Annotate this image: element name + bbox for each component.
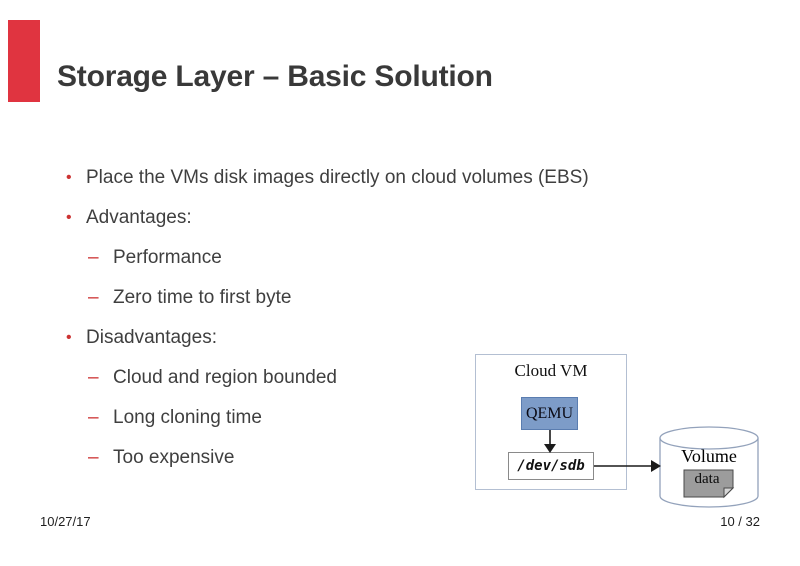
- bullet-list: • Place the VMs disk images directly on …: [60, 158, 700, 478]
- list-item: • Advantages:: [60, 198, 700, 238]
- dash-icon: –: [88, 447, 99, 468]
- footer-date: 10/27/17: [40, 514, 91, 529]
- list-item-text: Cloud and region bounded: [113, 367, 337, 388]
- qemu-box: QEMU: [521, 397, 578, 430]
- accent-bar: [8, 20, 40, 102]
- list-item: – Too expensive: [60, 438, 700, 478]
- list-item: • Place the VMs disk images directly on …: [60, 158, 700, 198]
- list-item: – Performance: [60, 238, 700, 278]
- data-label: data: [694, 471, 720, 487]
- list-item-text: Performance: [113, 247, 222, 268]
- dash-icon: –: [88, 247, 99, 268]
- bullet-icon: •: [66, 329, 72, 346]
- dash-icon: –: [88, 287, 99, 308]
- dash-icon: –: [88, 407, 99, 428]
- list-item: – Zero time to first byte: [60, 278, 700, 318]
- list-item-text: Long cloning time: [113, 407, 262, 428]
- list-item: – Cloud and region bounded: [60, 358, 700, 398]
- bullet-icon: •: [66, 169, 72, 186]
- cloud-vm-label: Cloud VM: [514, 361, 588, 380]
- bullet-icon: •: [66, 209, 72, 226]
- page-number: 10 / 32: [720, 514, 760, 529]
- volume-label: Volume: [681, 446, 737, 466]
- slide-title: Storage Layer – Basic Solution: [57, 60, 493, 93]
- dash-icon: –: [88, 367, 99, 388]
- list-item-text: Zero time to first byte: [113, 287, 292, 308]
- list-item: • Disadvantages:: [60, 318, 700, 358]
- list-item-text: Disadvantages:: [86, 327, 217, 348]
- list-item-text: Place the VMs disk images directly on cl…: [86, 167, 589, 188]
- list-item: – Long cloning time: [60, 398, 700, 438]
- list-item-text: Advantages:: [86, 207, 192, 228]
- list-item-text: Too expensive: [113, 447, 235, 468]
- dev-sdb-box: /dev/sdb: [508, 452, 594, 480]
